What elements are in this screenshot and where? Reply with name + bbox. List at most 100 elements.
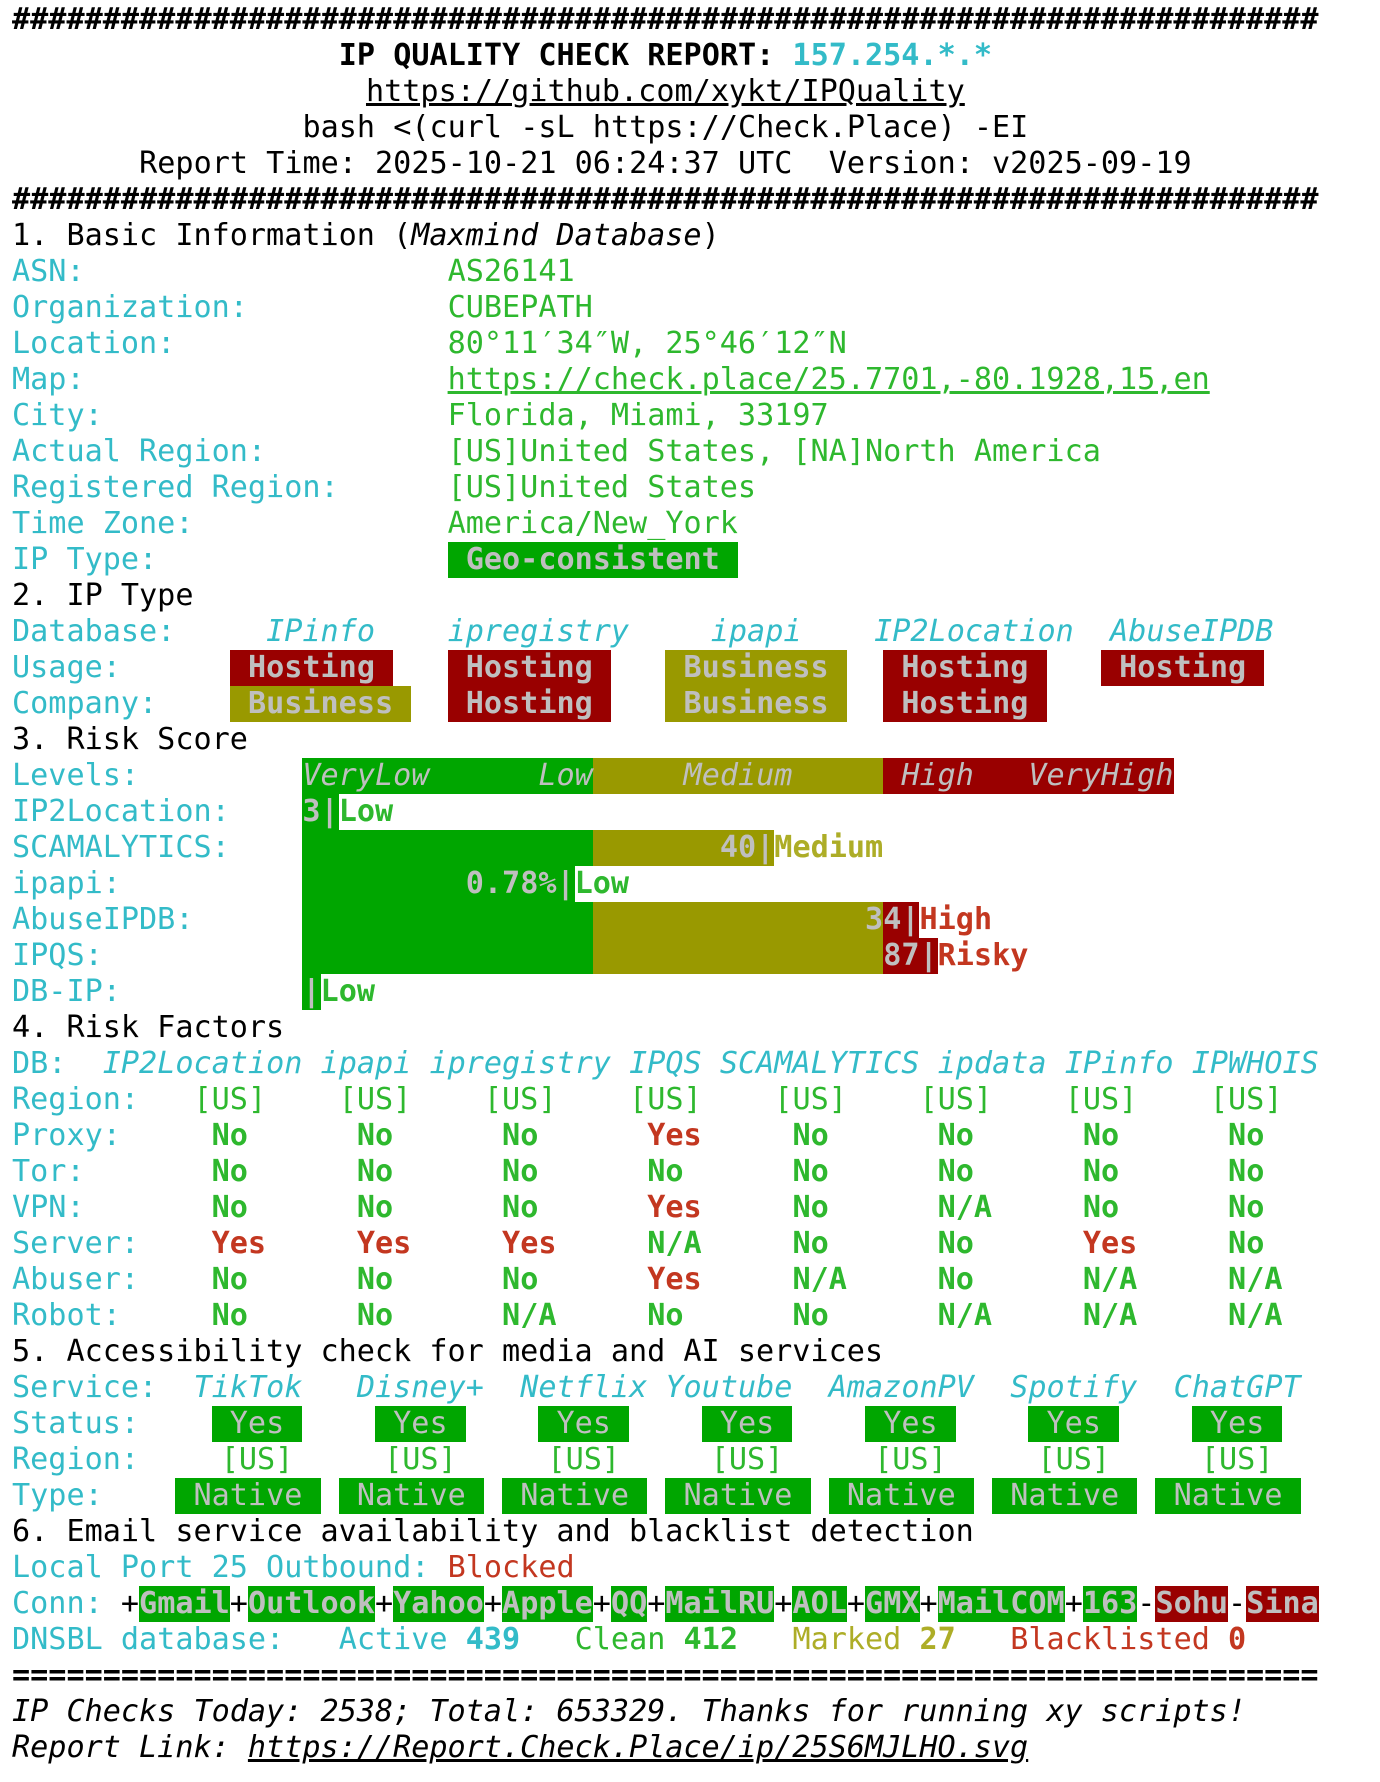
risk-factor-db: IPinfo [1064,1046,1174,1081]
service-status-badge: Yes [701,1406,793,1442]
usage-badge: Hosting [1101,650,1265,686]
risk-factor-value: No [211,1262,248,1297]
risk-score-value: 3| [302,794,339,829]
risk-factor-value: No [1228,1118,1265,1153]
asn-value: AS26141 [447,254,575,289]
risk-factor-db: ipregistry [429,1046,611,1081]
service-type-badge: Native [175,1478,321,1514]
risk-factor-value: No [356,1118,394,1153]
location-label: Location: [12,326,176,361]
risk-factor-value: No [502,1154,539,1189]
score-bar-red [883,938,938,974]
actual-region-value: [US]United States, [NA]North America [447,434,1101,469]
hash-separator-top: ########################################… [12,2,1319,37]
risk-source-label: AbuseIPDB: [12,902,194,937]
time-zone-label: Time Zone: [12,506,194,541]
service-region: [US] [220,1442,294,1477]
service-label: Service: [12,1370,158,1405]
section-basic-heading: 1. Basic Information (Maxmind Database) [12,218,720,254]
risk-factor-label: Region: [12,1082,140,1117]
risk-score-value: 0.78%| [465,866,575,901]
map-link[interactable]: https://check.place/25.7701,-80.1928,15,… [447,362,1210,397]
city-label: City: [12,398,103,433]
ip-check-stats: IP Checks Today: 2538; Total: 653329. Th… [12,1694,1246,1729]
risk-factor-value: N/A [1228,1262,1283,1297]
mail-provider-sina: Sina [1246,1586,1319,1622]
service-name: Youtube [665,1370,793,1405]
heading-source: Maxmind Database [411,218,702,253]
mail-provider-gmail: Gmail [139,1586,230,1622]
media-region-label: Region: [12,1442,140,1477]
risk-factor-region: [US] [338,1082,412,1117]
conn-sign: + [120,1586,140,1621]
company-badge: Business [665,686,847,722]
risk-factor-value: No [1082,1190,1120,1225]
mail-provider-apple: Apple [502,1586,593,1622]
service-type-badge: Native [338,1478,484,1514]
levels-label: Levels: [12,758,140,793]
conn-sign: + [774,1586,793,1621]
mail-provider-gmx: GMX [865,1586,920,1622]
risk-level: High [919,902,993,937]
risk-factor-value: No [1228,1226,1265,1261]
conn-sign: + [919,1586,938,1621]
risk-factor-region: [US] [774,1082,847,1117]
risk-factor-value: No [937,1262,974,1297]
score-bar-green [302,902,593,938]
score-bar-olive [592,830,775,866]
database-name: IP2Location [874,614,1074,649]
conn-sign: + [647,1586,666,1621]
run-command: bash <(curl -sL https://Check.Place) -EI [302,110,1029,145]
score-bar-green [302,830,593,866]
mail-provider-yahoo: Yahoo [393,1586,484,1622]
risk-factor-value: No [502,1262,539,1297]
title-label: IP QUALITY CHECK REPORT: [338,38,793,73]
risk-factor-value: No [792,1190,829,1225]
blacklisted-label: Blacklisted [1010,1622,1210,1657]
level-label: VeryLow [302,758,430,793]
score-bar-olive [592,938,884,974]
active-label: Active [338,1622,448,1657]
risk-factor-value: No [1228,1190,1265,1225]
section-media-heading: 5. Accessibility check for media and AI … [12,1334,884,1369]
level-label: Medium [683,758,793,793]
conn-label: Conn: [12,1586,121,1621]
score-bar-red [883,902,920,938]
level-label: High [901,758,974,793]
report-link[interactable]: https://Report.Check.Place/ip/25S6MJLHO.… [247,1730,1029,1765]
conn-sign: + [229,1586,248,1621]
marked-count: 27 [919,1622,956,1657]
ip-type-badge: Geo-consistent [447,542,738,578]
github-link[interactable]: https://github.com/xykt/IPQuality [365,74,965,109]
risk-factor-value: No [1082,1118,1120,1153]
company-badge: Hosting [447,686,611,722]
usage-badge: Business [665,650,847,686]
mail-provider-outlook: Outlook [247,1586,375,1622]
service-name: TikTok [193,1370,303,1405]
risk-factor-region: [US] [483,1082,557,1117]
database-name: ipregistry [447,614,630,649]
report-link-row: Report Link: https://Report.Check.Place/… [12,1730,1028,1766]
service-name: Disney+ [356,1370,484,1405]
level-bar-high [883,758,1174,794]
level-bar-medium [592,758,884,794]
risk-factor-value: N/A [937,1298,993,1333]
risk-level: Low [320,974,375,1009]
status-label: Status: [12,1406,140,1441]
risk-level: Low [574,866,630,901]
risk-factor-value: No [792,1154,829,1189]
conn-sign: + [1064,1586,1083,1621]
risk-factor-value: No [1082,1154,1120,1189]
risk-factor-value: N/A [1082,1262,1138,1297]
database-name: AbuseIPDB [1110,614,1274,649]
section-email-heading: 6. Email service availability and blackl… [12,1514,974,1549]
risk-source-label: SCAMALYTICS: [12,830,230,865]
service-status-badge: Yes [1028,1406,1120,1442]
service-name: Netflix [520,1370,648,1405]
risk-factor-value: Yes [647,1190,702,1225]
registered-region-value: [US]United States [447,470,757,505]
usage-badge: Hosting [883,650,1047,686]
service-type-badge: Native [1155,1478,1301,1514]
service-name: ChatGPT [1173,1370,1301,1405]
section-risk-factors-heading: 4. Risk Factors [12,1010,285,1045]
